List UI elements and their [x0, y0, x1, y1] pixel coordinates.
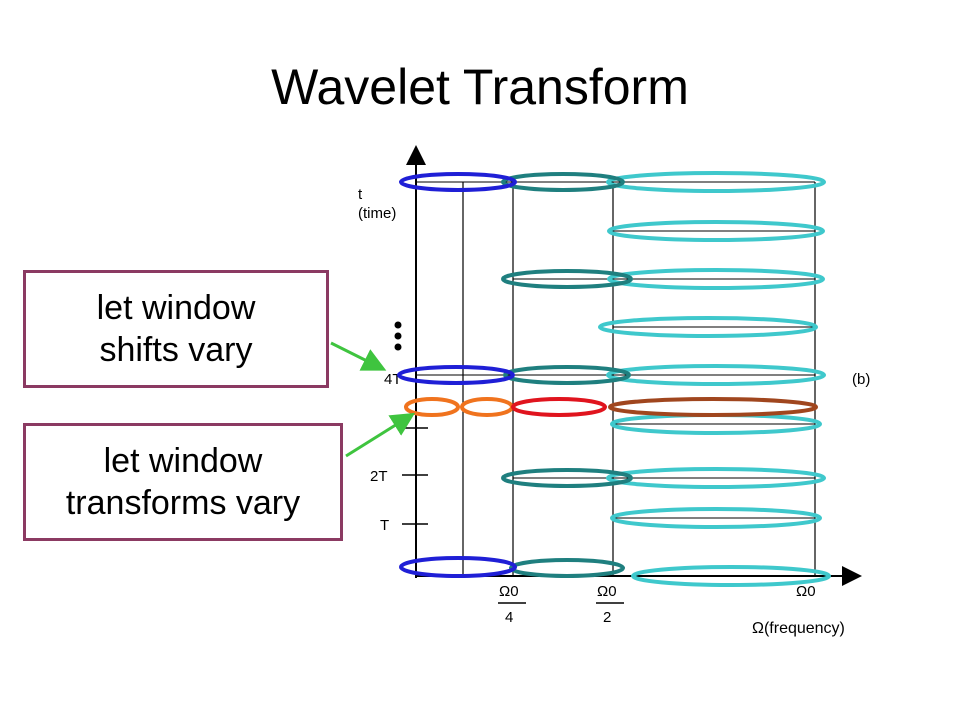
frequency-axis-label: Ω(frequency): [752, 620, 845, 637]
x-tick-omega0-over-2: Ω0 2: [596, 583, 624, 626]
horizontal-gridlines: [416, 181, 815, 519]
x-tick-omega0: Ω0: [796, 583, 816, 600]
callout-window-shifts: let window shifts vary: [23, 270, 329, 388]
scale-row-windows: [404, 397, 818, 417]
time-axis-sublabel: (time): [358, 205, 396, 222]
callout-window-transforms: let window transforms vary: [23, 423, 343, 541]
time-axis-label: t: [358, 186, 363, 203]
shifts-arrow: [330, 341, 387, 371]
slide-title: Wavelet Transform: [271, 59, 689, 115]
callout-transforms-line1: let window: [103, 441, 263, 480]
vertical-ellipsis: [394, 321, 402, 351]
svg-text:4: 4: [505, 609, 513, 626]
x-tick-omega0-over-4: Ω0 4: [498, 583, 526, 626]
teal-windows: [501, 172, 633, 578]
callout-shifts-line2: shifts vary: [99, 331, 253, 369]
svg-text:2: 2: [603, 609, 611, 626]
blue-windows: [397, 172, 517, 578]
svg-text:Ω0: Ω0: [597, 583, 617, 600]
y-tick-t: T: [380, 517, 389, 534]
transforms-arrow: [345, 412, 416, 458]
callout-shifts-line1: let window: [96, 288, 256, 327]
cyan-windows: [598, 171, 831, 587]
svg-text:Ω0: Ω0: [499, 583, 519, 600]
panel-label: (b): [852, 371, 870, 388]
svg-text:Ω0: Ω0: [796, 583, 816, 600]
y-tick-2t: 2T: [370, 468, 388, 485]
callout-transforms-line2: transforms vary: [65, 484, 301, 522]
